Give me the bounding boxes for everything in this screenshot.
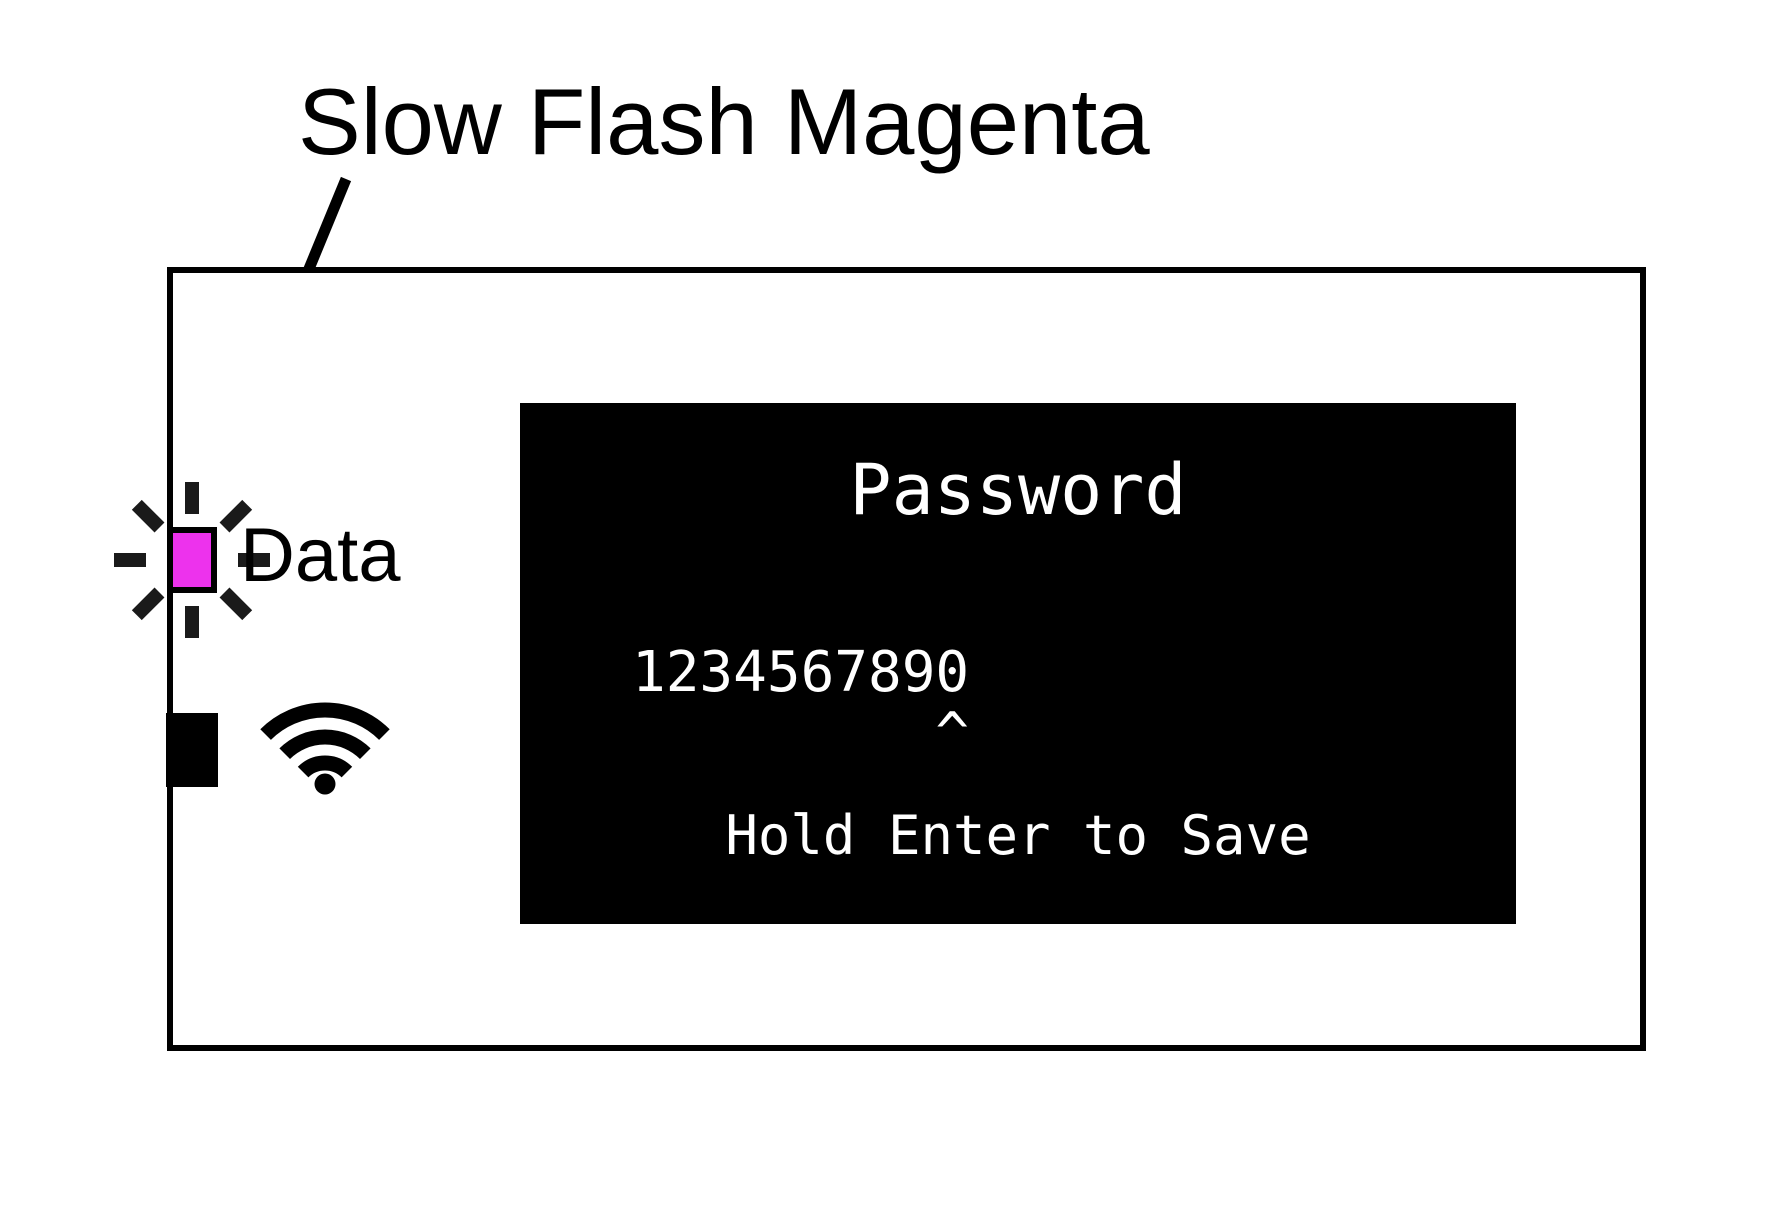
wifi-led-indicator [166, 713, 218, 787]
screen-title: Password [849, 449, 1187, 531]
screen-footer-hint: Hold Enter to Save [725, 804, 1311, 867]
wifi-icon [260, 702, 390, 795]
lcd-screen: Password 1234567890 ^ Hold Enter to Save [520, 403, 1516, 924]
data-led-indicator [167, 527, 217, 593]
led-flash-rays-icon [114, 482, 270, 638]
password-value: 1234567890 [632, 640, 970, 705]
data-led-label: Data [240, 513, 401, 598]
cursor-caret: ^ [632, 701, 970, 766]
annotation-label: Slow Flash Magenta [298, 69, 1150, 174]
